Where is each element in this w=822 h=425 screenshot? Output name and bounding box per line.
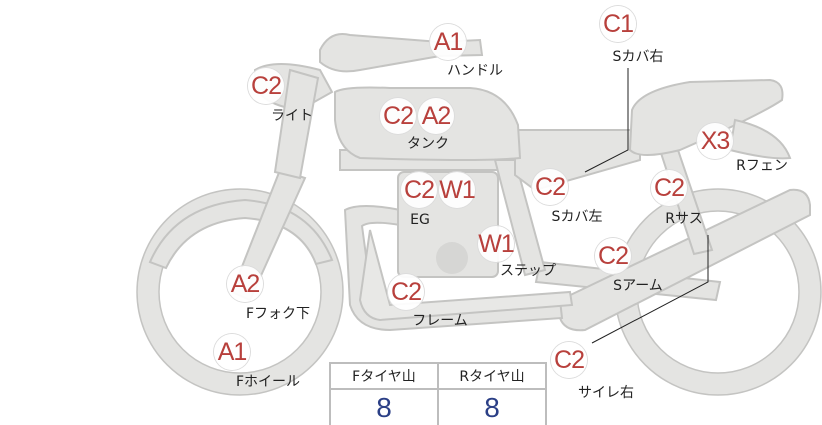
damage-code-badge: C2 bbox=[595, 238, 631, 274]
part-light[interactable]: C2 bbox=[248, 68, 286, 104]
damage-code-badge: C2 bbox=[388, 274, 424, 310]
part-label: Fホイール bbox=[235, 374, 301, 390]
part-ffork[interactable]: A2 bbox=[227, 266, 265, 302]
part-label: ライト bbox=[271, 108, 313, 124]
part-label: Sカバ左 bbox=[551, 209, 603, 225]
damage-code-badge: A2 bbox=[227, 266, 263, 302]
rear-tire-header: Rタイヤ山 bbox=[437, 362, 547, 390]
tire-tread-table: Fタイヤ山 Rタイヤ山 8 8 bbox=[329, 362, 547, 425]
damage-code-badge: C2 bbox=[532, 169, 568, 205]
part-label: Sアーム bbox=[613, 278, 663, 294]
damage-code-badge: C1 bbox=[600, 6, 636, 42]
part-scover-right[interactable]: C1 bbox=[600, 6, 638, 42]
part-swingarm[interactable]: C2 bbox=[595, 238, 633, 274]
part-label: Rサス bbox=[665, 211, 703, 227]
damage-code-badge: W1 bbox=[478, 226, 515, 262]
damage-code-badge: C2 bbox=[401, 172, 437, 208]
damage-code-badge: X3 bbox=[697, 123, 733, 159]
part-label: Sカバ右 bbox=[612, 49, 664, 65]
damage-code-badge: A1 bbox=[430, 24, 466, 60]
rear-fender bbox=[728, 118, 792, 160]
damage-code-badge: C2 bbox=[651, 170, 687, 206]
damage-code-badge: C2 bbox=[380, 98, 416, 134]
damage-code-badge: A1 bbox=[214, 334, 250, 370]
part-label: サイレ右 bbox=[578, 385, 634, 401]
part-label: ハンドル bbox=[447, 63, 503, 79]
damage-code-badge: A2 bbox=[418, 98, 454, 134]
part-rsus[interactable]: C2 bbox=[651, 170, 689, 206]
part-handle[interactable]: A1 bbox=[430, 24, 468, 60]
part-step[interactable]: W1 bbox=[478, 226, 516, 262]
part-label: EG bbox=[410, 212, 430, 228]
part-scover-left[interactable]: C2 bbox=[532, 169, 570, 205]
damage-code-badge: C2 bbox=[248, 68, 284, 104]
muffler bbox=[559, 188, 811, 332]
part-label: Rフェン bbox=[736, 158, 788, 174]
part-fwheel[interactable]: A1 bbox=[214, 334, 252, 370]
rear-tire-value: 8 bbox=[437, 388, 547, 425]
part-frame[interactable]: C2 bbox=[388, 274, 426, 310]
part-silencer-right[interactable]: C2 bbox=[551, 342, 589, 378]
part-label: Fフォク下 bbox=[245, 306, 311, 322]
part-label: ステップ bbox=[500, 263, 556, 279]
part-label: フレーム bbox=[412, 313, 468, 329]
front-tire-value: 8 bbox=[329, 388, 439, 425]
part-label: タンク bbox=[407, 136, 449, 152]
front-tire-header: Fタイヤ山 bbox=[329, 362, 439, 390]
damage-code-badge: W1 bbox=[439, 172, 476, 208]
seat bbox=[628, 78, 784, 156]
damage-code-badge: C2 bbox=[551, 342, 587, 378]
part-rfender[interactable]: X3 bbox=[697, 123, 735, 159]
